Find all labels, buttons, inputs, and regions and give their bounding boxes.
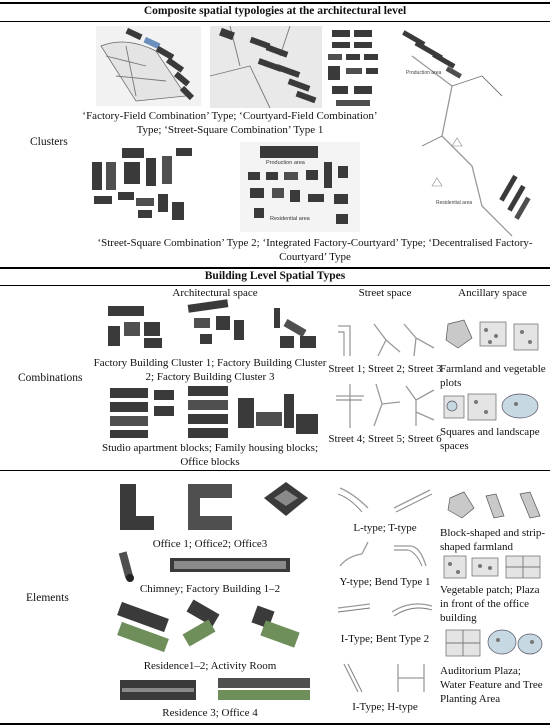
section-title-building: Building Level Spatial Types xyxy=(204,270,346,282)
bottom-rule xyxy=(0,723,550,725)
header-rule xyxy=(0,21,550,22)
row-rule-elements xyxy=(0,470,550,471)
ancillary-elements-caption-3: Auditorium Plaza; Water Feature and Tree… xyxy=(440,665,543,705)
map-label-residential-1: Residential area xyxy=(436,200,472,206)
street-combination-image-1 xyxy=(338,323,435,357)
cluster-image-5 xyxy=(92,148,192,220)
street-elements-caption-1: L-type; T-type xyxy=(353,522,417,534)
top-rule xyxy=(0,2,550,4)
arch-elements-caption-2: Chimney; Factory Building 1–2 xyxy=(139,583,281,595)
map-label-residential-2: Residential area xyxy=(270,216,311,222)
row-label-combinations: Combinations xyxy=(18,372,83,384)
column-header-street: Street space xyxy=(358,287,412,299)
street-element-image-3 xyxy=(337,603,433,617)
ancillary-combination-image-2 xyxy=(443,393,539,421)
map-label-production-2: Production area xyxy=(266,160,306,166)
clusters-caption-1: ‘Factory-Field Combination’ Type; ‘Court… xyxy=(82,110,378,136)
arch-element-image-offices xyxy=(120,482,308,530)
row-label-clusters: Clusters xyxy=(30,136,68,148)
arch-element-image-residence3 xyxy=(120,678,310,700)
map-label-production-1: Production area xyxy=(406,70,442,76)
arch-combination-image-1 xyxy=(108,299,316,348)
arch-elements-caption-3: Residence1–2; Activity Room xyxy=(143,660,277,672)
cluster-image-2 xyxy=(209,25,322,109)
arch-elements-caption-1: Office 1; Office2; Office3 xyxy=(152,538,268,550)
column-header-architectural: Architectural space xyxy=(172,287,258,299)
ancillary-element-image-3 xyxy=(445,629,543,657)
street-elements-caption-3: I-Type; Bent Type 2 xyxy=(340,633,430,645)
cluster-image-3 xyxy=(328,30,378,106)
arch-combination-image-2 xyxy=(110,386,318,438)
street-combination-image-2 xyxy=(336,383,435,428)
street-combinations-caption-1: Street 1; Street 2; Street 3 xyxy=(328,363,442,375)
arch-element-image-chimney xyxy=(118,551,290,582)
ancillary-element-image-1 xyxy=(447,491,541,519)
section-title-composite: Composite spatial typologies at the arch… xyxy=(143,5,407,17)
cluster-image-6: Production area Residential area xyxy=(240,142,360,232)
street-elements-caption-2: Y-type; Bend Type 1 xyxy=(339,576,431,588)
section-rule-building xyxy=(0,267,550,269)
arch-elements-caption-4: Residence 3; Office 4 xyxy=(162,707,258,719)
ancillary-combination-image-1 xyxy=(445,319,539,351)
ancillary-combinations-caption-2: Squares and landscape spaces xyxy=(440,426,540,452)
row-label-elements: Elements xyxy=(26,592,69,604)
street-elements-caption-4: I-Type; H-type xyxy=(352,701,418,713)
street-element-image-4 xyxy=(343,663,425,693)
ancillary-elements-caption-2: Vegetable patch; Plaza in front of the o… xyxy=(440,584,540,624)
ancillary-combinations-caption-1: Farmland and vegetable plots xyxy=(440,363,546,389)
arch-element-image-residences xyxy=(117,599,300,653)
arch-combinations-caption-2: Studio apartment blocks; Family housing … xyxy=(101,442,318,468)
street-element-image-1 xyxy=(337,487,433,513)
ancillary-element-image-2 xyxy=(443,555,541,579)
street-element-image-2 xyxy=(339,541,427,567)
cluster-image-1 xyxy=(96,26,201,106)
ancillary-elements-caption-1: Block-shaped and strip-shaped farmland xyxy=(440,527,546,553)
arch-combinations-caption-1: Factory Building Cluster 1; Factory Buil… xyxy=(93,357,327,383)
street-combinations-caption-2: Street 4; Street 5; Street 6 xyxy=(328,433,442,445)
building-header-rule xyxy=(0,285,550,286)
column-header-ancillary: Ancillary space xyxy=(458,287,527,299)
clusters-caption-2: ‘Street-Square Combination’ Type 2; ‘Int… xyxy=(97,237,533,263)
cluster-image-4: Production area Residential area xyxy=(402,30,531,237)
